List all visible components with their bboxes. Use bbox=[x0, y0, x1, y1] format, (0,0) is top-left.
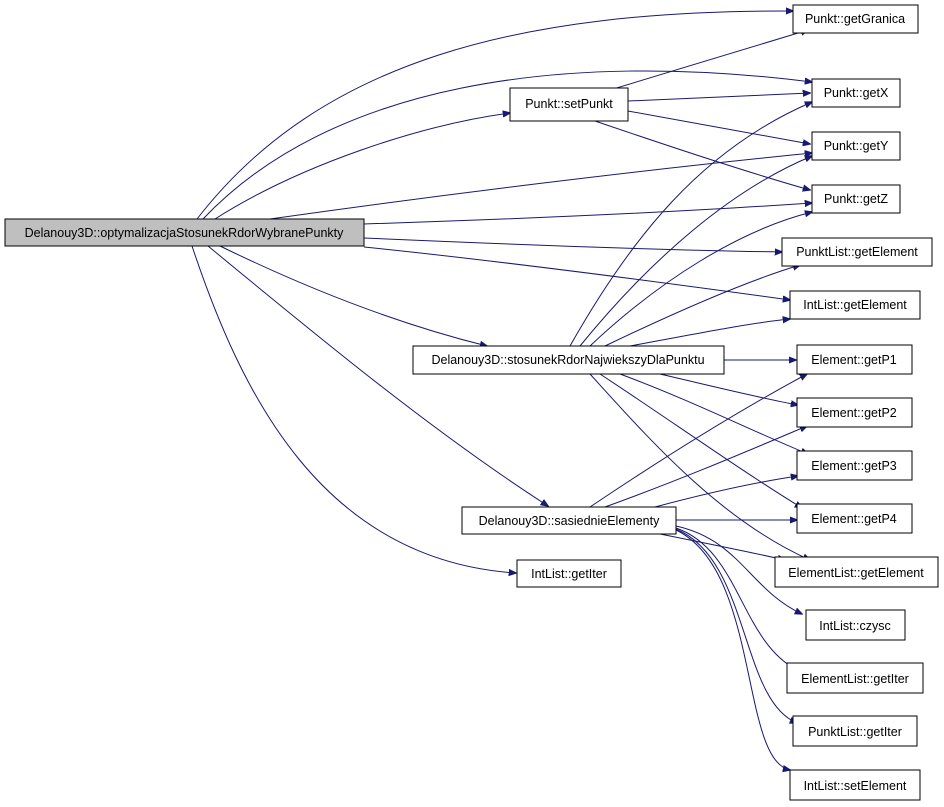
edge-root-to-intlist-getelement bbox=[363, 246, 790, 300]
edge-root-to-sasiednie bbox=[207, 245, 548, 506]
node-punkt-getgranica-label: Punkt::getGranica bbox=[805, 12, 905, 26]
edge-stosunek-to-element-getp3 bbox=[619, 373, 808, 454]
node-sasiednie-label: Delanouy3D::sasiednieElementy bbox=[479, 514, 660, 528]
node-sasiednie[interactable]: Delanouy3D::sasiednieElementy bbox=[461, 506, 677, 535]
edges bbox=[191, 11, 812, 770]
node-intlist-czysc-label: IntList::czysc bbox=[819, 619, 891, 633]
node-element-getp3-label: Element::getP3 bbox=[811, 459, 897, 473]
node-punktlist-getelement-label: PunktList::getElement bbox=[796, 245, 918, 259]
node-elementlist-getiter-label: ElementList::getIter bbox=[801, 672, 909, 686]
node-punkt-getx-label: Punkt::getX bbox=[824, 86, 889, 100]
node-intlist-getelement[interactable]: IntList::getElement bbox=[789, 290, 921, 320]
edge-stosunek-to-punkt-gety bbox=[579, 156, 812, 347]
node-element-getp3[interactable]: Element::getP3 bbox=[796, 450, 913, 481]
edge-root-to-stosunek bbox=[219, 245, 487, 346]
edge-root-to-punktlist-getelement bbox=[363, 237, 782, 252]
edge-setpunkt-to-punkt-getgranica bbox=[599, 30, 808, 94]
node-intlist-getiter[interactable]: IntList::getIter bbox=[516, 559, 622, 588]
edge-stosunek-to-element-getp4 bbox=[599, 373, 802, 508]
node-stosunek-label: Delanouy3D::stosunekRdorNajwiekszyDlaPun… bbox=[431, 353, 704, 367]
edge-sasiednie-to-elementlist-getiter bbox=[675, 527, 797, 670]
edge-setpunkt-to-punkt-gety bbox=[627, 110, 810, 144]
node-element-getp2[interactable]: Element::getP2 bbox=[796, 397, 913, 428]
node-intlist-setelement[interactable]: IntList::setElement bbox=[789, 769, 921, 801]
node-elementlist-getelement-label: ElementList::getElement bbox=[788, 566, 924, 580]
edge-root-to-punkt-getx bbox=[202, 70, 812, 220]
node-intlist-setelement-label: IntList::setElement bbox=[804, 779, 907, 793]
edge-stosunek-to-elementlist-getelement bbox=[589, 373, 810, 560]
edge-sasiednie-to-element-getp2 bbox=[604, 426, 807, 508]
node-intlist-getiter-label: IntList::getIter bbox=[531, 567, 607, 581]
edge-stosunek-to-element-getp2 bbox=[659, 373, 798, 405]
node-punkt-setpunkt-label: Punkt::setPunkt bbox=[525, 97, 613, 111]
edge-stosunek-to-punkt-getz bbox=[589, 212, 812, 347]
edge-root-to-punkt-getz bbox=[363, 203, 812, 225]
node-intlist-getelement-label: IntList::getElement bbox=[803, 298, 907, 312]
node-punkt-getx[interactable]: Punkt::getX bbox=[811, 78, 901, 108]
node-punkt-setpunkt[interactable]: Punkt::setPunkt bbox=[509, 87, 629, 122]
edge-setpunkt-to-punkt-getz bbox=[594, 120, 810, 190]
edge-root-to-punkt-gety bbox=[269, 153, 812, 220]
node-punkt-getgranica[interactable]: Punkt::getGranica bbox=[792, 4, 919, 34]
nodes: Delanouy3D::optymalizacjaStosunekRdorWyb… bbox=[4, 4, 939, 801]
edge-sasiednie-to-intlist-czysc bbox=[675, 525, 802, 614]
node-punkt-getz-label: Punkt::getZ bbox=[824, 192, 888, 206]
edge-sasiednie-to-element-getp1 bbox=[589, 374, 807, 508]
node-element-getp2-label: Element::getP2 bbox=[811, 406, 897, 420]
node-punkt-gety[interactable]: Punkt::getY bbox=[811, 131, 901, 161]
node-punkt-getz[interactable]: Punkt::getZ bbox=[811, 184, 901, 214]
edge-root-to-punkt-getgranica bbox=[196, 11, 793, 220]
node-element-getp4-label: Element::getP4 bbox=[811, 512, 897, 526]
node-punkt-gety-label: Punkt::getY bbox=[824, 139, 889, 153]
node-root-label: Delanouy3D::optymalizacjaStosunekRdorWyb… bbox=[25, 226, 345, 240]
node-element-getp1[interactable]: Element::getP1 bbox=[796, 344, 913, 375]
node-root[interactable]: Delanouy3D::optymalizacjaStosunekRdorWyb… bbox=[4, 218, 365, 247]
edge-sasiednie-to-elementlist-getelement bbox=[654, 532, 785, 560]
node-punktlist-getiter[interactable]: PunktList::getIter bbox=[792, 715, 918, 747]
node-intlist-czysc[interactable]: IntList::czysc bbox=[805, 609, 906, 641]
edge-sasiednie-to-intlist-setelement bbox=[675, 529, 790, 770]
node-stosunek[interactable]: Delanouy3D::stosunekRdorNajwiekszyDlaPun… bbox=[412, 345, 725, 375]
edge-sasiednie-to-element-getp3 bbox=[654, 476, 798, 508]
edge-sasiednie-to-punktlist-getiter bbox=[675, 528, 797, 723]
node-element-getp1-label: Element::getP1 bbox=[811, 353, 897, 367]
node-element-getp4[interactable]: Element::getP4 bbox=[796, 503, 913, 534]
node-elementlist-getelement[interactable]: ElementList::getElement bbox=[774, 556, 939, 588]
node-elementlist-getiter[interactable]: ElementList::getIter bbox=[786, 662, 924, 694]
edge-stosunek-to-intlist-getelement bbox=[629, 319, 790, 347]
edge-stosunek-to-punkt-getx bbox=[569, 102, 812, 347]
node-punktlist-getelement[interactable]: PunktList::getElement bbox=[781, 237, 933, 267]
edge-stosunek-to-punktlist-getelement bbox=[604, 265, 800, 347]
node-punktlist-getiter-label: PunktList::getIter bbox=[808, 725, 902, 739]
edge-setpunkt-to-punkt-getx bbox=[627, 93, 810, 102]
edge-root-to-punkt-setpunkt bbox=[214, 113, 510, 220]
edge-root-to-intlist-getiter bbox=[191, 245, 516, 573]
